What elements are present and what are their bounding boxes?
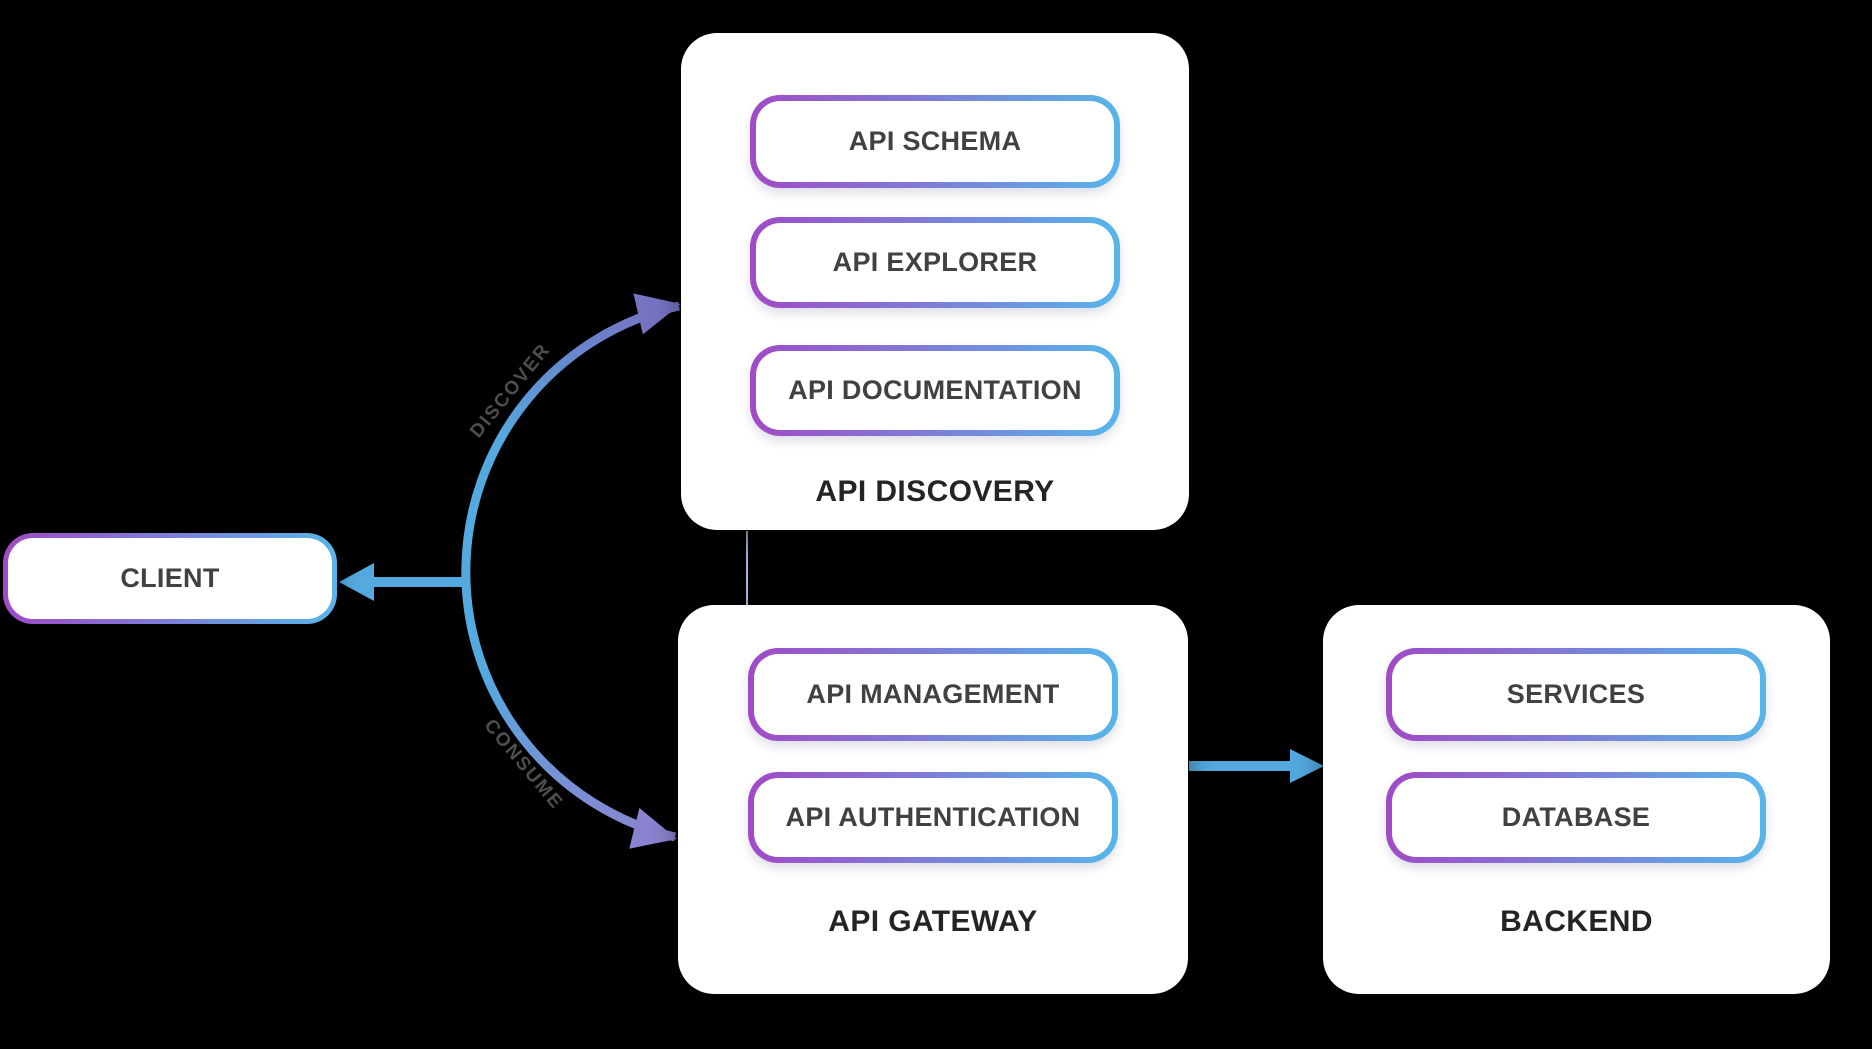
consume-arrowhead-icon: [629, 807, 677, 849]
pill-api-authentication-label: API AUTHENTICATION: [785, 802, 1081, 832]
api-discovery-title: API DISCOVERY: [815, 475, 1055, 508]
pill-api-schema-body: API SCHEMA: [756, 101, 1114, 182]
pill-api-documentation-label: API DOCUMENTATION: [788, 375, 1082, 405]
client-arrowhead-icon: [339, 563, 374, 601]
node-api-gateway: API MANAGEMENT API AUTHENTICATION API GA…: [678, 605, 1188, 994]
node-client-body: CLIENT: [8, 538, 332, 619]
pill-api-explorer-label: API EXPLORER: [832, 247, 1038, 277]
pill-api-management-label: API MANAGEMENT: [806, 679, 1060, 709]
pill-api-schema-label: API SCHEMA: [848, 126, 1022, 156]
pill-services-label: SERVICES: [1506, 679, 1646, 709]
pill-api-management-body: API MANAGEMENT: [754, 654, 1112, 735]
pill-api-schema: API SCHEMA: [750, 95, 1120, 188]
client-label: CLIENT: [120, 563, 220, 593]
discover-arrowhead-icon: [633, 293, 681, 335]
api-gateway-title: API GATEWAY: [828, 905, 1038, 938]
pill-database-body: DATABASE: [1392, 778, 1760, 857]
pill-api-authentication-body: API AUTHENTICATION: [754, 778, 1112, 857]
edge-label-consume: CONSUME: [479, 715, 568, 814]
pill-api-documentation-body: API DOCUMENTATION: [756, 351, 1114, 430]
pill-api-management: API MANAGEMENT: [748, 648, 1118, 741]
pill-services: SERVICES: [1386, 648, 1766, 741]
pill-api-explorer: API EXPLORER: [750, 217, 1120, 308]
pill-api-explorer-body: API EXPLORER: [756, 223, 1114, 302]
pill-database-label: DATABASE: [1501, 802, 1651, 832]
edge-label-discover: DISCOVER: [466, 339, 556, 443]
node-client: CLIENT: [3, 533, 337, 624]
pill-api-authentication: API AUTHENTICATION: [748, 772, 1118, 863]
backend-title: BACKEND: [1500, 905, 1653, 938]
pill-api-documentation: API DOCUMENTATION: [750, 345, 1120, 436]
pill-database: DATABASE: [1386, 772, 1766, 863]
client-flow-arc: [461, 301, 680, 842]
node-api-discovery: API SCHEMA API EXPLORER API DOCUMENTATIO…: [681, 33, 1189, 530]
pill-services-body: SERVICES: [1392, 654, 1760, 735]
node-backend: SERVICES DATABASE BACKEND: [1323, 605, 1830, 994]
backend-arrowhead-icon: [1290, 749, 1324, 783]
